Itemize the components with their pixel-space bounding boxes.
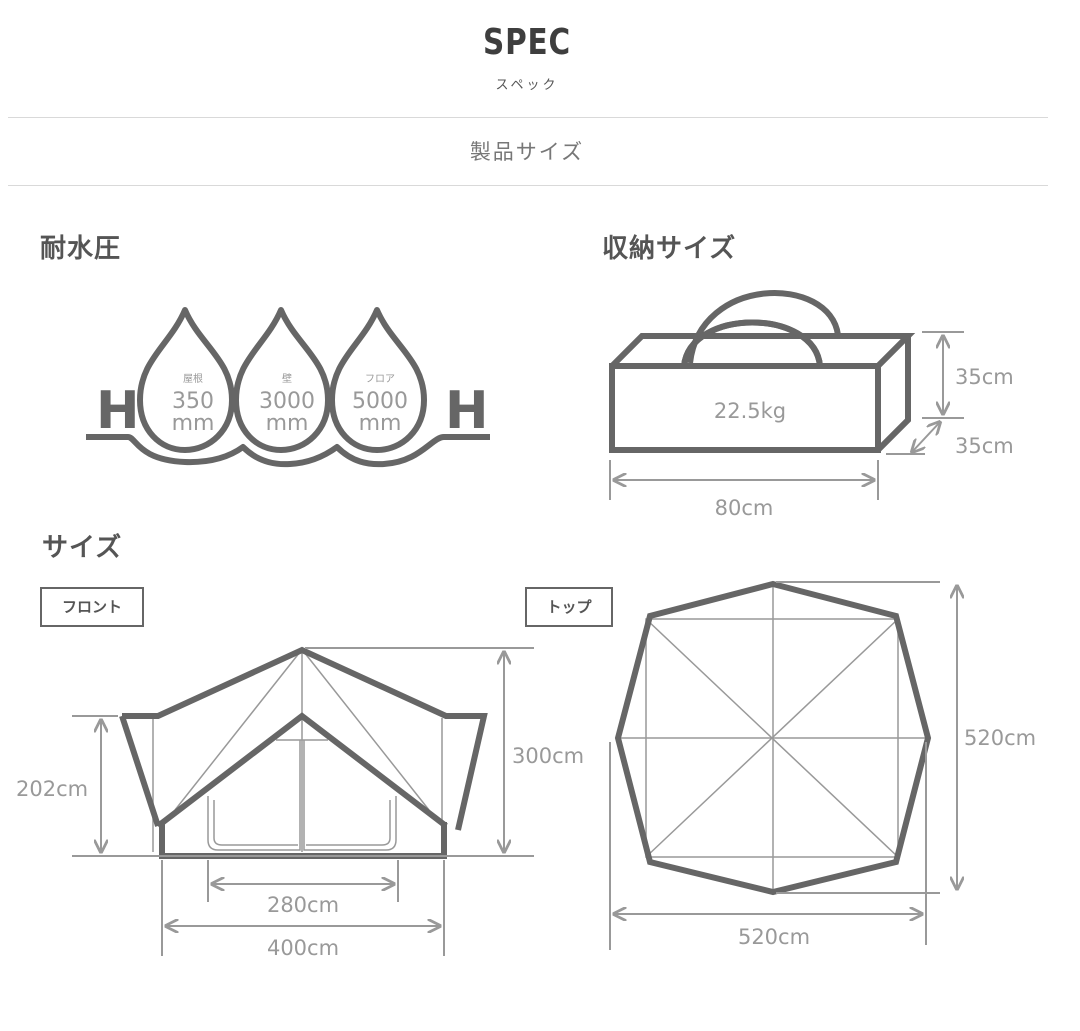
bag-width-label: 80cm xyxy=(715,496,774,520)
drop-label-roof: 屋根 xyxy=(183,372,203,385)
bag-depth-label: 35cm xyxy=(955,434,1014,458)
size-heading: サイズ xyxy=(42,533,123,563)
drop-value-floor: 5000 xyxy=(352,389,408,414)
right-h-letter: H xyxy=(445,381,489,441)
spec-title: SPEC xyxy=(482,22,571,63)
divider-top xyxy=(8,117,1048,118)
drop-value-roof: 350 xyxy=(172,389,214,414)
top-width-label: 520cm xyxy=(738,925,810,949)
front-side-height-label: 202cm xyxy=(16,777,88,801)
storage-size-heading: 収納サイズ xyxy=(602,234,737,264)
front-total-height-label: 300cm xyxy=(512,744,584,768)
left-h-letter: H xyxy=(96,381,140,441)
spec-subtitle: スペック xyxy=(495,78,559,93)
divider-bottom xyxy=(8,185,1048,186)
drop-label-floor: フロア xyxy=(365,374,395,385)
top-depth-label: 520cm xyxy=(964,726,1036,750)
drop-unit-floor: mm xyxy=(359,411,402,436)
front-inner-width-label: 280cm xyxy=(267,893,339,917)
bag-height-label: 35cm xyxy=(955,365,1014,389)
front-view-label: フロント xyxy=(40,587,144,627)
top-view-label: トップ xyxy=(525,587,613,627)
drop-value-wall: 3000 xyxy=(259,389,315,414)
water-resistance-heading: 耐水圧 xyxy=(40,234,122,264)
front-outer-width-label: 400cm xyxy=(267,936,339,960)
drop-unit-roof: mm xyxy=(172,411,215,436)
drop-label-wall: 壁 xyxy=(282,372,292,385)
bag-weight: 22.5kg xyxy=(714,399,786,423)
drop-unit-wall: mm xyxy=(266,411,309,436)
section-label-product-size: 製品サイズ xyxy=(469,140,585,164)
